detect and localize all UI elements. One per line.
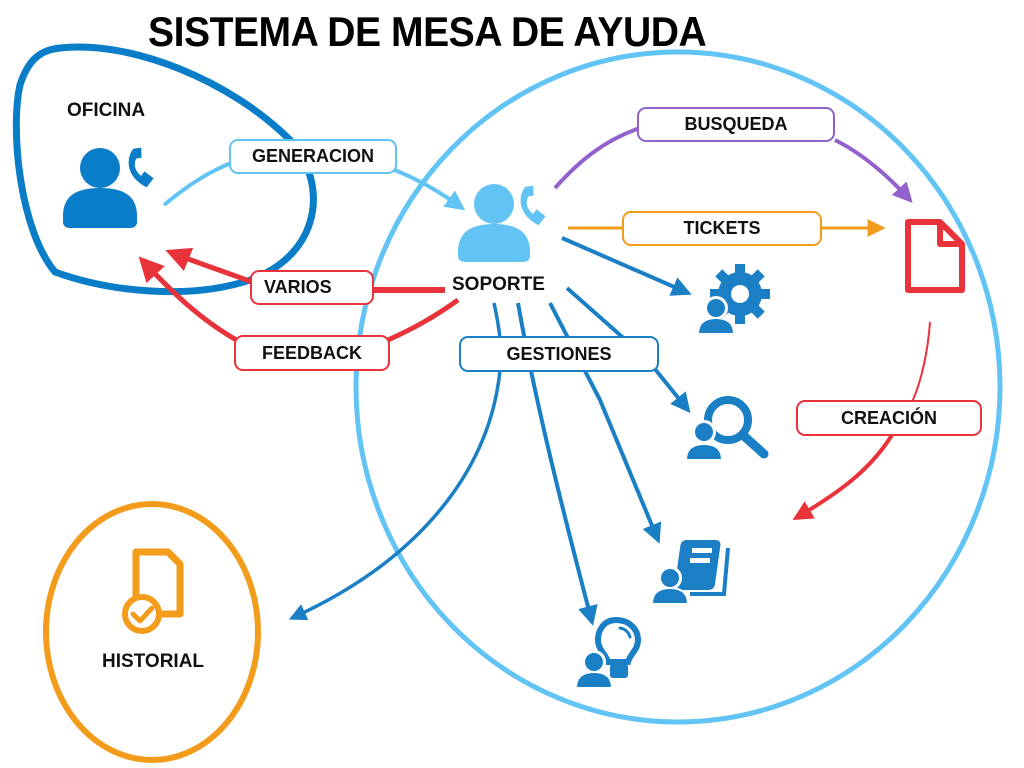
feedback-label: FEEDBACK <box>234 335 390 371</box>
busqueda-line <box>553 126 641 190</box>
creacion-label: CREACIÓN <box>796 400 982 436</box>
varios-arrow <box>165 247 253 285</box>
gear-arrow <box>561 236 692 296</box>
diagram-title: SISTEMA DE MESA DE AYUDA <box>148 8 707 55</box>
generacion-arrow-head <box>389 166 466 211</box>
user-lightbulb-icon <box>576 616 642 689</box>
generacion-label: GENERACION <box>229 139 397 174</box>
user-phone-icon <box>63 147 154 228</box>
feedback-arrow <box>138 256 242 345</box>
document-check-icon <box>122 548 184 634</box>
feedback-line <box>386 297 460 343</box>
user-phone-icon <box>458 184 546 262</box>
oficina-label: OFICINA <box>67 100 146 121</box>
tickets-label: TICKETS <box>622 211 822 246</box>
soporte-label: SOPORTE <box>452 274 545 295</box>
gestiones-line-2 <box>548 302 662 544</box>
varios-label: VARIOS <box>250 270 374 305</box>
creacion-arrow <box>792 433 894 521</box>
historial-enclosure <box>43 501 261 763</box>
document-icon <box>905 219 965 293</box>
user-search-icon <box>684 396 769 461</box>
gestiones-label: GESTIONES <box>459 336 659 372</box>
historial-label: HISTORIAL <box>102 651 205 672</box>
busqueda-arrow <box>834 138 913 203</box>
soporte-enclosure <box>353 49 1003 725</box>
creacion-line <box>911 321 931 403</box>
user-gear-icon <box>696 264 770 335</box>
busqueda-label: BUSQUEDA <box>637 107 835 142</box>
oficina-enclosure <box>12 43 317 296</box>
user-book-icon <box>650 540 730 605</box>
